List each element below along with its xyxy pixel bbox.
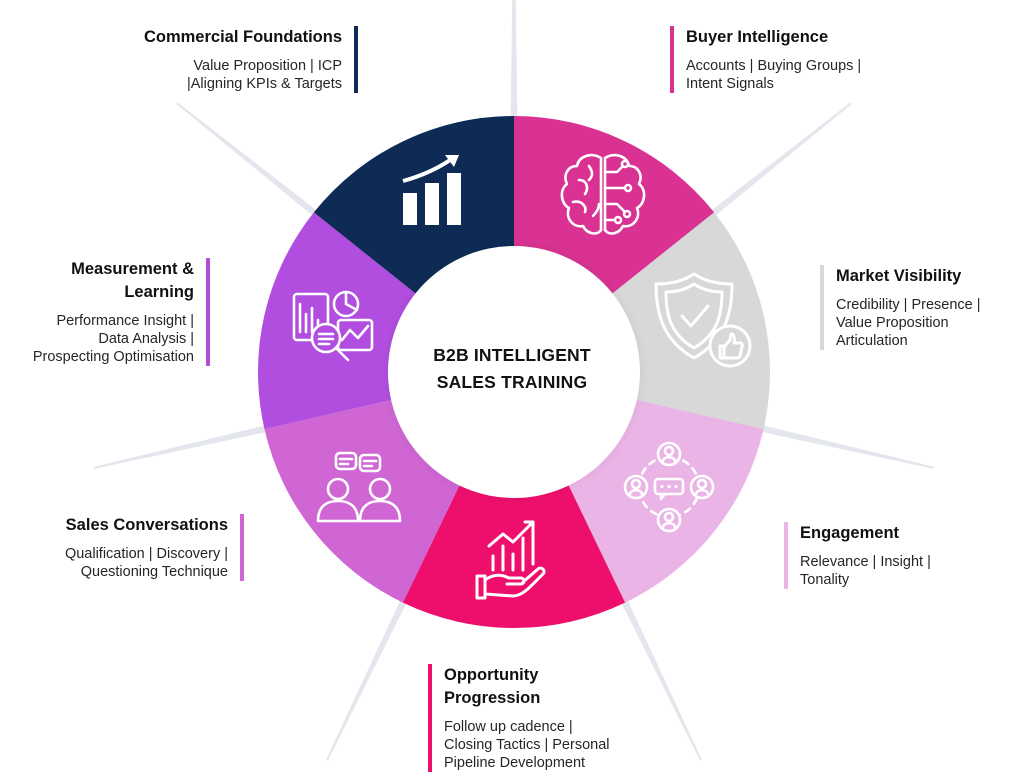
accent-bar: [428, 664, 432, 772]
label-title: Buyer Intelligence: [686, 26, 966, 49]
text-line: Credibility | Presence |: [836, 297, 981, 313]
accent-bar: [670, 26, 674, 93]
text-line: Data Analysis |: [98, 331, 194, 347]
label-text: Follow up cadence | Closing Tactics | Pe…: [444, 718, 704, 772]
title-line: Engagement: [800, 524, 900, 542]
label-sales-conversations: Sales Conversations Qualification | Disc…: [0, 514, 244, 581]
label-title: Sales Conversations: [0, 514, 228, 537]
text-line: Relevance | Insight |: [800, 554, 931, 570]
bar-chart-growth-icon: [402, 155, 461, 225]
text-line: Articulation: [836, 333, 908, 349]
text-line: Questioning Technique: [80, 564, 228, 580]
text-line: Qualification | Discovery |: [64, 546, 228, 562]
title-line: Commercial Foundations: [143, 28, 342, 46]
shield-thumbs-up-icon: [654, 272, 752, 368]
label-commercial-foundations: Commercial Foundations Value Proposition…: [62, 26, 358, 93]
accent-bar: [240, 514, 244, 581]
text-line: Performance Insight |: [56, 313, 194, 329]
title-line: Market Visibility: [836, 267, 962, 285]
label-text: Value Proposition | ICP |Aligning KPIs &…: [62, 57, 342, 93]
title-line: Measurement &: [71, 260, 194, 278]
accent-bar: [784, 522, 788, 589]
text-line: Accounts | Buying Groups |: [686, 58, 862, 74]
analytics-dashboard-icon: [292, 290, 374, 362]
label-title: Engagement: [800, 522, 1020, 545]
label-title: Opportunity Progression: [444, 664, 704, 710]
brain-circuit-icon: [560, 153, 646, 235]
text-line: Tonality: [800, 572, 850, 588]
title-line: Buyer Intelligence: [686, 28, 829, 46]
hand-growth-chart-icon: [475, 520, 546, 600]
label-buyer-intelligence: Buyer Intelligence Accounts | Buying Gro…: [670, 26, 966, 93]
label-text: Accounts | Buying Groups | Intent Signal…: [686, 57, 966, 93]
center-title-line-2: SALES TRAINING: [436, 372, 588, 392]
title-line: Opportunity: [444, 666, 539, 684]
label-text: Performance Insight | Data Analysis | Pr…: [0, 312, 194, 366]
label-title: Commercial Foundations: [62, 26, 342, 49]
label-title: Measurement & Learning: [0, 258, 194, 304]
accent-bar: [820, 265, 824, 350]
text-line: Prospecting Optimisation: [32, 349, 194, 365]
network-people-icon: [623, 441, 715, 533]
title-line: Learning: [124, 283, 194, 301]
center-title-line-1: B2B INTELLIGENT: [433, 345, 591, 365]
label-engagement: Engagement Relevance | Insight | Tonalit…: [784, 522, 1020, 589]
label-title: Market Visibility: [836, 265, 1024, 288]
text-line: Value Proposition: [836, 315, 949, 331]
two-people-conversation-icon: [316, 451, 402, 523]
text-line: Pipeline Development: [444, 755, 586, 771]
label-text: Qualification | Discovery | Questioning …: [0, 545, 228, 581]
accent-bar: [206, 258, 210, 366]
label-market-visibility: Market Visibility Credibility | Presence…: [820, 265, 1024, 350]
text-line: Follow up cadence |: [444, 719, 573, 735]
title-line: Progression: [444, 689, 541, 707]
center-title: B2B INTELLIGENT SALES TRAINING: [392, 342, 632, 396]
label-opportunity-progression: Opportunity Progression Follow up cadenc…: [428, 664, 704, 772]
text-line: |Aligning KPIs & Targets: [186, 76, 342, 92]
accent-bar: [354, 26, 358, 93]
label-text: Credibility | Presence | Value Propositi…: [836, 296, 1024, 350]
label-text: Relevance | Insight | Tonality: [800, 553, 1020, 589]
center-circle: [388, 246, 640, 498]
text-line: Value Proposition | ICP: [193, 58, 342, 74]
text-line: Intent Signals: [686, 76, 774, 92]
label-measurement-learning: Measurement & Learning Performance Insig…: [0, 258, 210, 366]
title-line: Sales Conversations: [65, 516, 228, 534]
text-line: Closing Tactics | Personal: [444, 737, 610, 753]
